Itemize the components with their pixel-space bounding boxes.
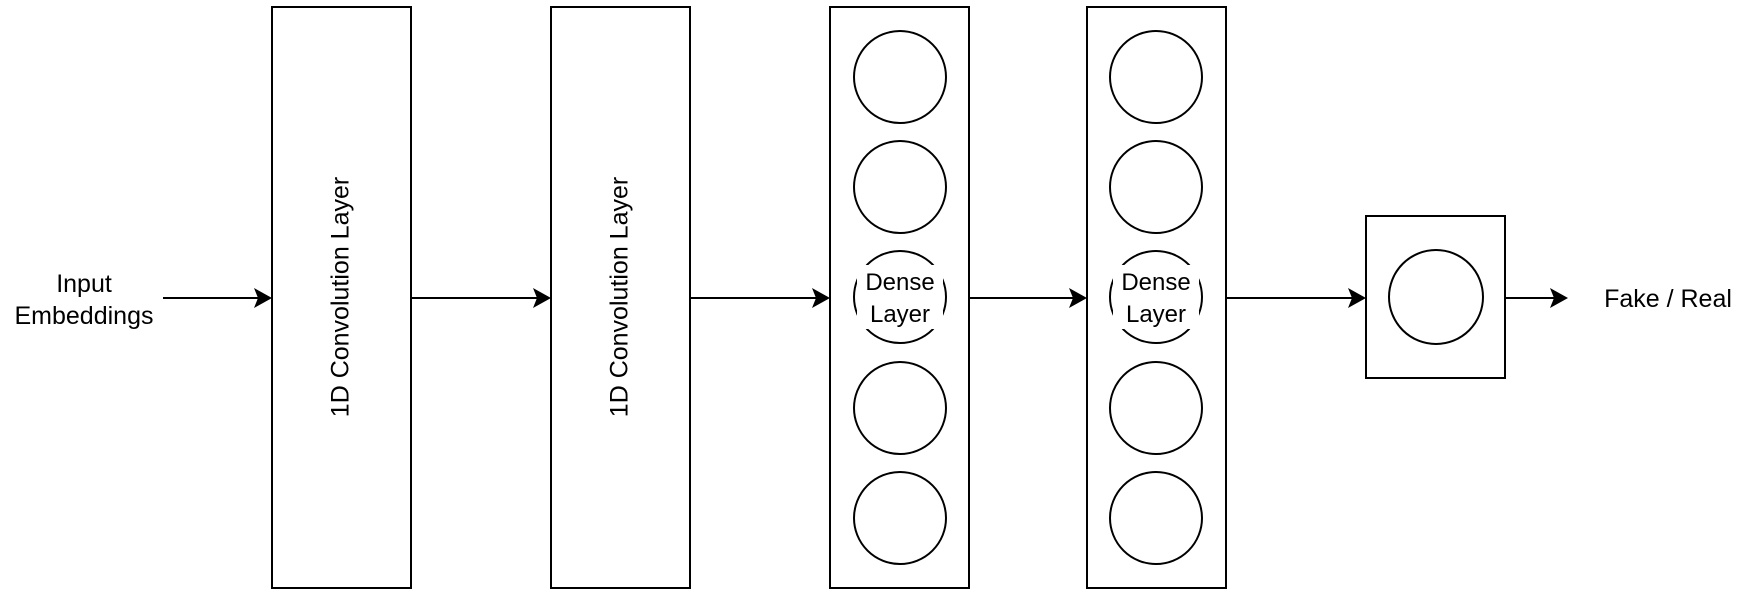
dense-2-neuron [1109, 361, 1203, 455]
edge-input-to-conv1 [163, 288, 272, 308]
edge-dense1-to-dense2 [969, 288, 1087, 308]
dense-2-neuron [1109, 30, 1203, 124]
dense-layer-2-label-line-1: Dense [1121, 269, 1190, 296]
conv-layer-2-label: 1D Convolution Layer [606, 177, 634, 417]
dense-layer-2: Dense Layer [1086, 6, 1227, 589]
dense-layer-1-label-line-2: Layer [870, 301, 930, 328]
dense-layer-1-label-line-1: Dense [865, 269, 934, 296]
dense-1-neuron [853, 140, 947, 234]
output-label: Fake / Real [1604, 285, 1732, 313]
dense-2-neuron [1109, 140, 1203, 234]
dense-1-neuron [853, 471, 947, 565]
edge-conv1-to-conv2 [411, 288, 551, 308]
conv-layer-1-label: 1D Convolution Layer [327, 177, 355, 417]
dense-1-neuron [853, 30, 947, 124]
output-layer [1365, 215, 1506, 379]
input-label-line-1: Input [56, 270, 112, 298]
input-label-line-2: Embeddings [15, 302, 154, 330]
dense-layer-1: Dense Layer [829, 6, 970, 589]
dense-2-neuron [1109, 471, 1203, 565]
dense-1-neuron [853, 361, 947, 455]
conv-layer-1: 1D Convolution Layer [271, 6, 412, 589]
dense-layer-2-label-line-2: Layer [1126, 301, 1186, 328]
conv-layer-2: 1D Convolution Layer [550, 6, 691, 589]
output-neuron [1388, 249, 1484, 345]
edge-conv2-to-dense1 [690, 288, 830, 308]
edge-dense2-to-output [1226, 288, 1366, 308]
